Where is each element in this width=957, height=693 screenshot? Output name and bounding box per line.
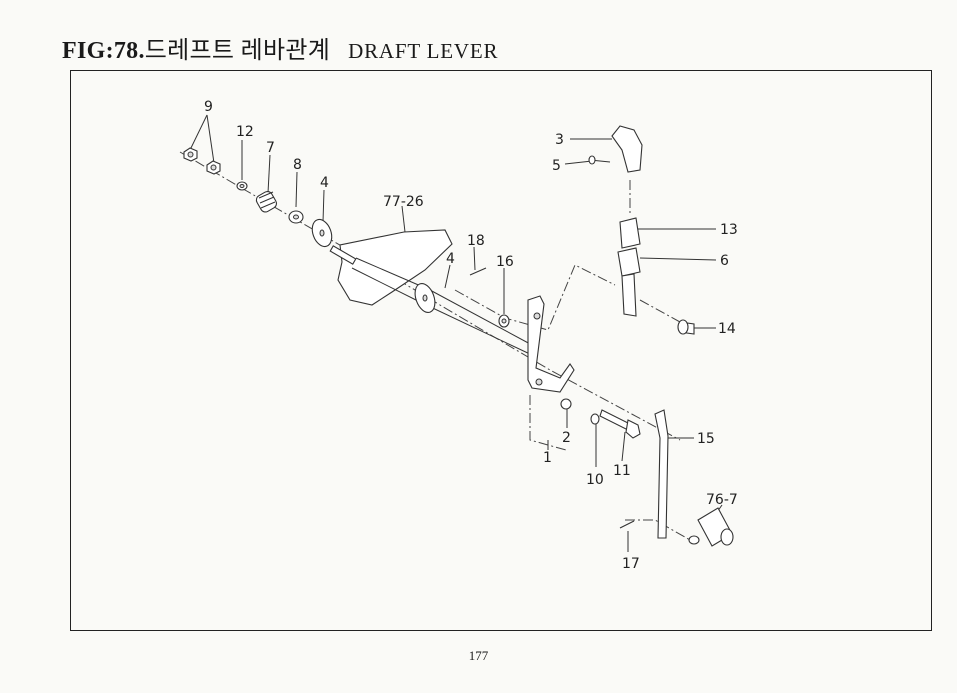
part-4-washer-lower <box>414 283 436 313</box>
part-number-labels: 9 12 7 8 4 77-26 18 4 16 3 5 13 6 14 2 1… <box>204 99 738 572</box>
part-77-26-plate <box>329 229 533 356</box>
part-76-7-pin <box>688 507 734 547</box>
part-label: 13 <box>720 222 738 238</box>
bolt-axis-line <box>639 299 681 323</box>
part-8-washer <box>288 210 304 224</box>
figure-title: FIG:78.드레프트 레바관계 DRAFT LEVER <box>62 30 499 64</box>
part-label: 4 <box>320 175 329 191</box>
part-label: 17 <box>622 556 640 572</box>
part-label: 1 <box>543 450 552 466</box>
part-4-washer <box>311 218 333 248</box>
part-label: 6 <box>720 253 729 269</box>
part-5-screw <box>588 155 611 165</box>
part-18-pin <box>469 267 487 276</box>
part-label: 76-7 <box>706 492 738 508</box>
leader-lines <box>189 114 723 552</box>
figure-title-korean: 드레프트 레바관계 <box>144 38 331 64</box>
part-13-6-bracket <box>617 217 641 317</box>
part-label: 10 <box>586 472 604 488</box>
part-9-nuts <box>183 147 221 175</box>
part-11-bolt <box>599 409 641 439</box>
part-7-spring <box>255 190 278 213</box>
part-1-lever <box>527 295 575 393</box>
lever-to-bracket-line <box>454 264 616 331</box>
part-label: 2 <box>562 430 571 446</box>
part-label: 9 <box>204 99 213 115</box>
part-label: 15 <box>697 431 715 447</box>
part-label: 11 <box>613 463 631 479</box>
figure-title-english: DRAFT LEVER <box>348 39 499 63</box>
figure-code: FIG:78. <box>62 38 145 64</box>
part-2-collar <box>560 398 572 410</box>
part-label: 5 <box>552 158 561 174</box>
assembly-axis-line <box>179 151 681 441</box>
part-15-rod <box>654 409 669 539</box>
part-label: 14 <box>718 321 736 337</box>
part-label: 18 <box>467 233 485 249</box>
part-label: 77-26 <box>383 194 424 210</box>
page-number: 177 <box>468 648 489 663</box>
rod-axis-line <box>625 519 691 541</box>
part-14-bolt <box>677 319 695 335</box>
part-10-washer <box>590 413 600 425</box>
part-label: 8 <box>293 157 302 173</box>
pin-axis-line <box>529 395 567 451</box>
part-label: 12 <box>236 124 254 140</box>
part-17-clip <box>619 520 635 529</box>
part-16-washer <box>498 314 510 328</box>
part-label: 7 <box>266 140 275 156</box>
part-3-grip <box>611 125 643 173</box>
part-label: 3 <box>555 132 564 148</box>
part-label: 4 <box>446 251 455 267</box>
part-label: 16 <box>496 254 514 270</box>
part-12-washer <box>236 181 248 191</box>
diagram-frame <box>70 70 932 631</box>
